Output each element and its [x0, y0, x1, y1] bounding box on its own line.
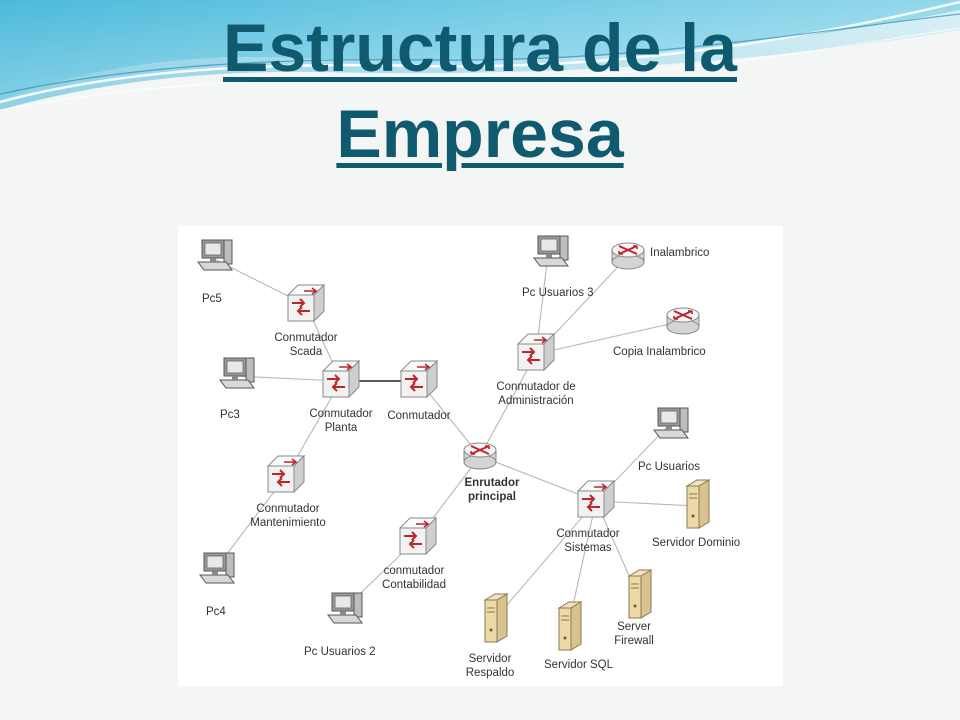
link-conmutador-sistemas-servidor-respaldo [493, 500, 597, 621]
link-conmutador-administracion-copia-inalambrico [535, 320, 684, 355]
server-firewall-server-icon [627, 569, 653, 619]
conmutador-scada-switch-icon [286, 283, 326, 323]
servidor-respaldo-server-icon [483, 593, 509, 643]
servidor-sql-server-icon [557, 601, 583, 651]
pc-usuarios-2-label: Pc Usuarios 2 [304, 646, 376, 658]
wave-decoration [0, 0, 960, 111]
conmutador-label: Conmutador [387, 410, 450, 422]
pc5-pc-icon [197, 239, 233, 271]
inalambrico-label: Inalambrico [650, 247, 709, 259]
slide-title-line-1: Estructura de la [223, 10, 737, 86]
link-enrutador-principal-conmutador-administracion [479, 353, 537, 457]
pc5-label: Pc5 [202, 293, 222, 305]
copia-inalambrico-label: Copia Inalambrico [613, 346, 706, 358]
link-enrutador-principal-conmutador-sistemas [479, 455, 597, 502]
pc4-pc-icon [199, 552, 235, 584]
servidor-dominio-server-icon [685, 479, 711, 529]
links-layer [211, 253, 697, 629]
inalambrico-router-icon [611, 242, 645, 270]
conmutador-sistemas-switch-icon [576, 479, 616, 519]
copia-inalambrico-router-icon [666, 307, 700, 335]
pc3-label: Pc3 [220, 409, 240, 421]
conmutador-administracion-switch-icon [516, 332, 556, 372]
servidor-dominio-label: Servidor Dominio [652, 537, 740, 549]
pc-usuarios-3-label: Pc Usuarios 3 [522, 287, 594, 299]
enrutador-principal-router-icon [463, 442, 497, 470]
pc-usuarios-2-pc-icon [327, 592, 363, 624]
conmutador-contabilidad-switch-icon [398, 516, 438, 556]
pc-usuarios-label: Pc Usuarios [638, 461, 700, 473]
servidor-sql-label: Servidor SQL [544, 659, 614, 671]
slide-title-line-2: Empresa [336, 96, 624, 172]
pc-usuarios-3-pc-icon [533, 235, 569, 267]
pc3-pc-icon [219, 357, 255, 389]
conmutador-planta-switch-icon [321, 359, 361, 399]
pc4-label: Pc4 [206, 606, 226, 618]
conmutador-switch-icon [399, 359, 439, 399]
pc-usuarios-pc-icon [653, 407, 689, 439]
conmutador-mantenimiento-switch-icon [266, 454, 306, 494]
